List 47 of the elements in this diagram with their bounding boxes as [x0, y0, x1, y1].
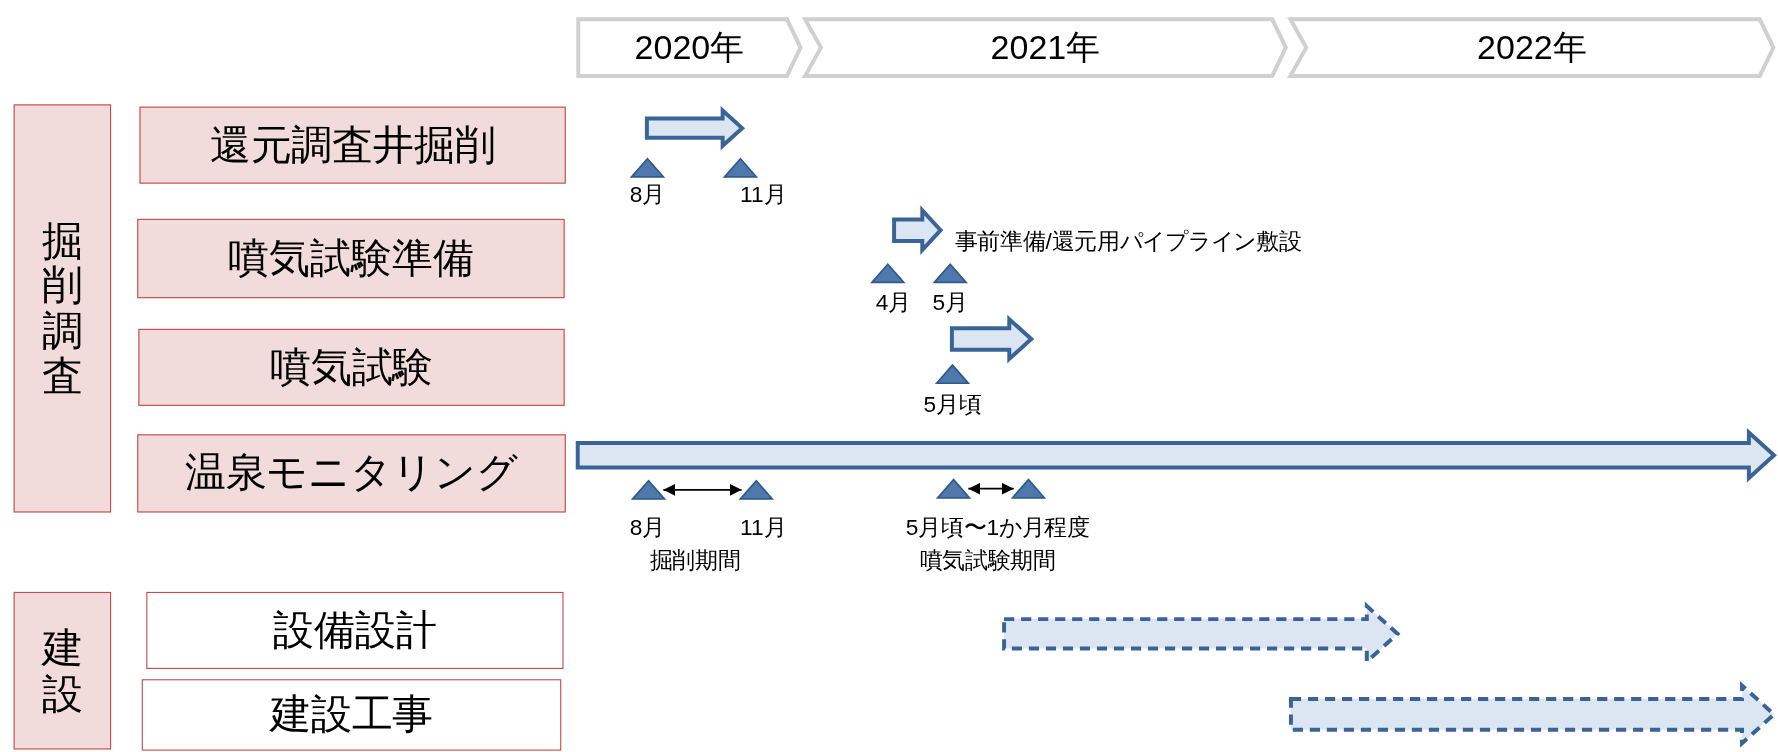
double-arrow	[967, 482, 1015, 495]
category-box	[13, 104, 112, 513]
category-box	[13, 591, 112, 750]
schedule-bar	[576, 430, 1776, 480]
task-label: 還元調査井掘削	[209, 119, 496, 170]
period-caption: 噴気試験期間	[919, 546, 1056, 575]
milestone-triangle	[935, 364, 970, 385]
task-label: 噴気試験	[269, 342, 434, 392]
year-label: 2022年	[1477, 26, 1587, 68]
schedule-bar	[950, 317, 1033, 361]
task-label: 建設工事	[269, 689, 434, 740]
milestone-triangle	[723, 157, 758, 178]
task-label: 設備設計	[273, 605, 437, 655]
task-box	[137, 218, 565, 299]
period-caption: 掘削期間	[649, 546, 741, 575]
category-label: 建設	[41, 625, 83, 716]
double-arrow	[662, 483, 743, 496]
milestone-triangle	[933, 263, 968, 284]
year-label: 2021年	[990, 26, 1101, 68]
category-label: 掘削調査	[41, 218, 83, 399]
task-note: 事前準備/還元用パイプライン敷設	[954, 227, 1302, 256]
planned-schedule-bar	[1002, 604, 1400, 664]
milestone-triangle	[630, 157, 665, 178]
milestone-triangle	[936, 478, 971, 499]
task-box	[139, 106, 566, 184]
schedule-bar	[645, 108, 744, 148]
milestone-triangle	[739, 479, 774, 501]
period-caption: 5月頃〜1か月程度	[905, 513, 1090, 542]
schedule-bar	[892, 208, 943, 252]
month-label: 11月	[740, 513, 787, 542]
planned-schedule-bar	[1289, 683, 1776, 745]
task-box	[146, 591, 564, 669]
task-box	[138, 328, 565, 406]
month-label: 4月	[875, 288, 912, 317]
milestone-triangle	[631, 479, 666, 501]
task-box	[137, 434, 566, 513]
task-box	[141, 679, 562, 751]
month-label: 8月	[629, 513, 666, 542]
year-label: 2020年	[634, 26, 745, 68]
month-label: 8月	[629, 181, 666, 209]
milestone-triangle	[1011, 478, 1046, 499]
task-label: 温泉モニタリング	[184, 448, 519, 498]
month-label: 5月頃	[923, 390, 982, 419]
month-label: 11月	[740, 181, 787, 209]
milestone-triangle	[870, 263, 905, 284]
task-label: 噴気試験準備	[228, 233, 474, 283]
month-label: 5月	[932, 288, 968, 317]
